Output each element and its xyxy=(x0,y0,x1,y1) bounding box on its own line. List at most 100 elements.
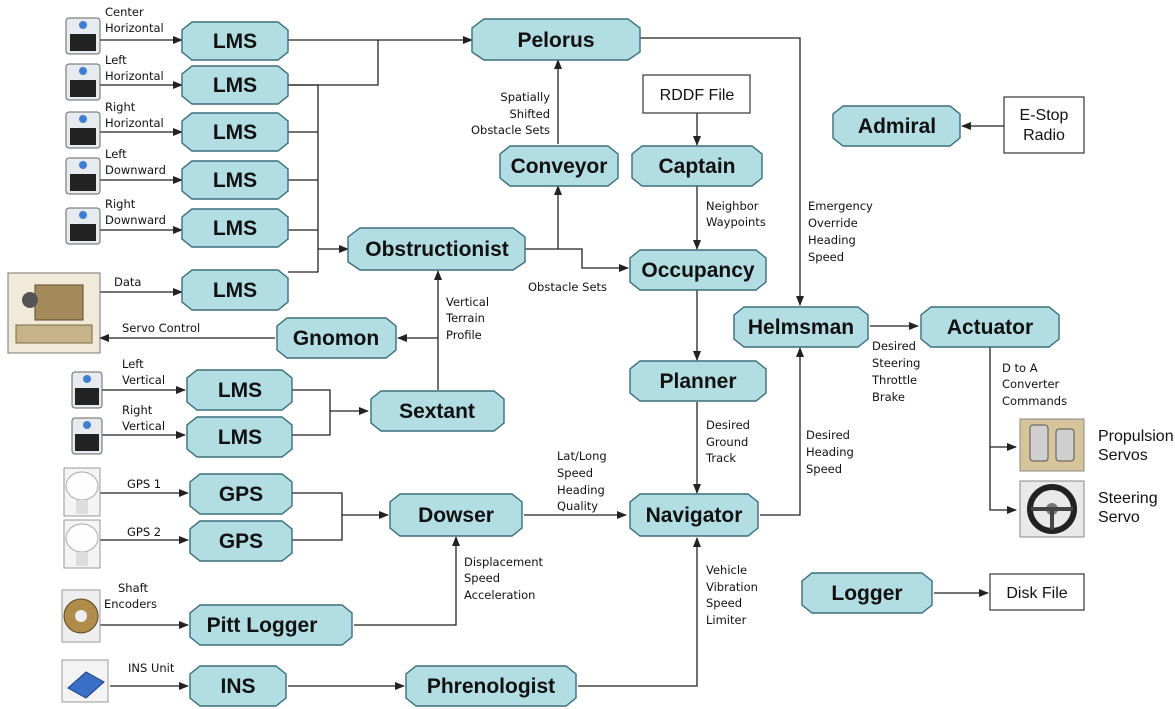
edge-label: Brake xyxy=(872,390,905,404)
edge-label: Heading xyxy=(557,483,605,497)
sensor-label: Downward xyxy=(105,163,166,177)
admiral-node[interactable]: Admiral xyxy=(832,105,961,147)
sextant-node[interactable]: Sextant xyxy=(370,390,505,432)
sensor-icons xyxy=(7,17,1085,703)
edge-label: Heading xyxy=(806,445,854,459)
edge-label: Throttle xyxy=(871,373,917,387)
edge-gps-bus xyxy=(292,492,343,541)
edge-label: Ground xyxy=(706,435,748,449)
planner-label: Planner xyxy=(659,370,736,393)
captain-node[interactable]: Captain xyxy=(631,145,763,187)
edge-label: Acceleration xyxy=(464,588,535,602)
edge-label: Override xyxy=(808,216,858,230)
estop-radio-box[interactable]: E-Stop Radio xyxy=(1003,96,1085,154)
lidar-sensor-icon xyxy=(71,417,103,455)
radio-label: Radio xyxy=(1023,127,1065,144)
planner-node[interactable]: Planner xyxy=(629,360,767,402)
actuator-node[interactable]: Actuator xyxy=(920,306,1060,348)
edge-label: Spatially xyxy=(500,90,550,104)
helmsman-label: Helmsman xyxy=(748,316,854,339)
lms-node[interactable]: LMS xyxy=(181,269,289,311)
conveyor-label: Conveyor xyxy=(511,155,608,178)
edge-label: Emergency xyxy=(808,199,873,213)
lms-node[interactable]: LMS xyxy=(181,160,289,200)
pelorus-node[interactable]: Pelorus xyxy=(471,18,641,61)
gps-node[interactable]: GPS xyxy=(189,520,293,562)
sensor-label: Center xyxy=(105,5,144,19)
phrenologist-label: Phrenologist xyxy=(427,675,555,698)
lidar-sensor-icon xyxy=(71,371,103,409)
sensor-label: Left xyxy=(105,147,127,161)
estop-label: E-Stop xyxy=(1020,107,1069,124)
steering-label: Steering xyxy=(1098,490,1158,507)
edge-actuator-servos xyxy=(989,347,1017,514)
propulsion-label: Propulsion xyxy=(1098,428,1174,445)
logger-node[interactable]: Logger xyxy=(801,572,933,614)
edge-label: Vertical xyxy=(446,295,489,309)
helmsman-node[interactable]: Helmsman xyxy=(733,306,869,348)
edge-label: Converter xyxy=(1002,377,1060,391)
edge-label: Speed xyxy=(706,596,742,610)
obstructionist-node[interactable]: Obstructionist xyxy=(347,227,526,271)
occupancy-node[interactable]: Occupancy xyxy=(629,249,767,291)
ins-node[interactable]: INS xyxy=(189,665,287,707)
edge-label: Vehicle xyxy=(706,563,747,577)
edge-label: Terrain xyxy=(445,311,485,325)
phrenologist-node[interactable]: Phrenologist xyxy=(405,665,577,707)
edge-label: Desired xyxy=(806,428,850,442)
sensor-label: Vertical xyxy=(122,419,165,433)
sensor-label: Right xyxy=(122,403,153,417)
lms-node[interactable]: LMS xyxy=(186,416,293,458)
lms-label: LMS xyxy=(218,379,262,402)
rddf-file-box[interactable]: RDDF File xyxy=(642,74,751,114)
ins-unit-icon xyxy=(61,659,109,703)
lms-label: LMS xyxy=(213,74,257,97)
dowser-node[interactable]: Dowser xyxy=(389,493,523,537)
lms-label: LMS xyxy=(213,217,257,240)
edge-labels: Spatially Shifted Obstacle Sets Neighbor… xyxy=(445,90,1067,627)
sensor-labels: Center Horizontal Left Horizontal Right … xyxy=(104,5,200,675)
sensor-label: Shaft xyxy=(118,581,148,595)
conveyor-node[interactable]: Conveyor xyxy=(499,145,619,187)
edge-lms-bus xyxy=(288,84,319,273)
pitt-logger-label: Pitt Logger xyxy=(207,614,318,637)
sensor-label: GPS 2 xyxy=(127,525,161,539)
sextant-label: Sextant xyxy=(399,400,475,423)
lms-node[interactable]: LMS xyxy=(181,208,289,248)
disk-file-box[interactable]: Disk File xyxy=(989,573,1085,611)
sensor-label: Data xyxy=(114,275,141,289)
sensor-label: GPS 1 xyxy=(127,477,161,491)
lidar-sensor-icon xyxy=(65,17,101,55)
sensor-label: Horizontal xyxy=(105,116,164,130)
lms-label: LMS xyxy=(213,121,257,144)
steering-label: Servo xyxy=(1098,509,1140,526)
navigator-node[interactable]: Navigator xyxy=(629,493,759,537)
edge-obstructionist-conveyor xyxy=(525,185,562,250)
lms-label: LMS xyxy=(218,426,262,449)
dowser-label: Dowser xyxy=(418,504,494,527)
edge-label: Obstacle Sets xyxy=(528,280,607,294)
edge-label: D to A xyxy=(1002,361,1038,375)
lms-node[interactable]: LMS xyxy=(181,65,289,105)
pitt-logger-node[interactable]: Pitt Logger xyxy=(189,604,353,646)
pelorus-label: Pelorus xyxy=(517,29,594,52)
lms-node[interactable]: LMS xyxy=(181,112,289,152)
edge-label: Profile xyxy=(446,328,482,342)
edge-label: Obstacle Sets xyxy=(471,123,550,137)
edge-pelorus-helmsman xyxy=(640,37,804,306)
edge-label: Speed xyxy=(806,462,842,476)
edge-label: Lat/Long xyxy=(557,449,607,463)
sensor-label: Horizontal xyxy=(105,21,164,35)
gnomon-node[interactable]: Gnomon xyxy=(276,317,397,359)
edge-label: Limiter xyxy=(706,613,747,627)
output-labels: Propulsion Servos Steering Servo xyxy=(1098,428,1174,526)
connections xyxy=(99,36,1017,690)
lms-node[interactable]: LMS xyxy=(186,369,293,411)
lms-node[interactable]: LMS xyxy=(181,21,289,61)
gps-label: GPS xyxy=(219,483,263,506)
gps-node[interactable]: GPS xyxy=(189,473,293,515)
gps-label: GPS xyxy=(219,530,263,553)
lidar-sensor-icon xyxy=(65,157,101,195)
module-nodes: LMS LMS LMS LMS LMS LMS Pelorus Convey xyxy=(181,18,1060,707)
sensor-label: Left xyxy=(105,53,127,67)
